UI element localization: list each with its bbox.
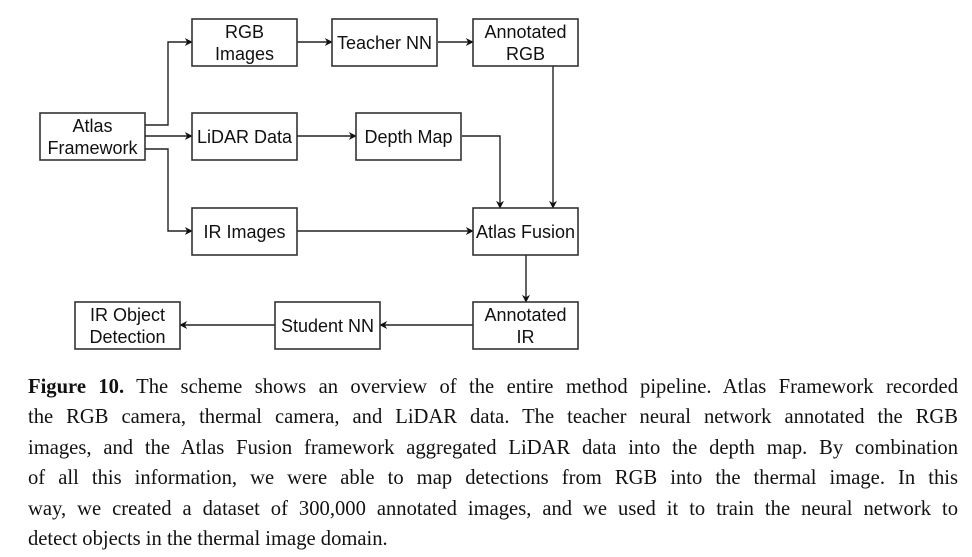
node-depth-map: Depth Map [355, 112, 462, 161]
node-label: Teacher NN [337, 33, 432, 53]
node-box [472, 18, 579, 67]
node-ir-images: IR Images [191, 207, 298, 256]
node-label: Atlas Fusion [476, 222, 575, 242]
node-label: Atlas [72, 116, 112, 136]
figure-caption: Figure 10. The scheme shows an overview … [28, 372, 958, 554]
edges [145, 38, 557, 329]
node-label: IR Object [90, 305, 165, 325]
caption-line: the RGB camera, thermal camera, and LiDA… [28, 406, 958, 429]
node-atlas-fusion: Atlas Fusion [472, 207, 579, 256]
node-label: RGB [225, 22, 264, 42]
node-label: Depth Map [364, 127, 452, 147]
caption-line: Figure 10. The scheme shows an overview … [28, 372, 958, 402]
node-label: IR Images [203, 222, 285, 242]
node-student-nn: Student NN [274, 301, 381, 350]
caption-text: The scheme shows an overview of the enti… [124, 376, 958, 398]
node-label: LiDAR Data [197, 127, 293, 147]
node-box [191, 112, 298, 161]
node-label: IR [517, 327, 535, 347]
caption-line: detect objects in the thermal image doma… [28, 528, 388, 551]
caption-line: of all this information, we were able to… [28, 467, 958, 490]
caption-line: images, and the Atlas Fusion framework a… [28, 436, 958, 459]
node-box [191, 18, 298, 67]
node-box [472, 207, 579, 256]
edge-atlas-framework-to-ir-images [145, 148, 193, 235]
node-label: Detection [89, 327, 165, 347]
node-lidar-data: LiDAR Data [191, 112, 298, 161]
node-label: Student NN [281, 316, 374, 336]
node-label: Images [215, 44, 274, 64]
node-box [355, 112, 462, 161]
node-box [331, 18, 438, 67]
node-label: RGB [506, 44, 545, 64]
node-label: Annotated [484, 22, 566, 42]
node-box [39, 112, 146, 161]
figure-label: Figure 10. [28, 376, 125, 398]
edge-depth-map-to-atlas-fusion [462, 135, 504, 209]
edge-atlas-framework-to-rgb-images [145, 38, 193, 126]
node-box [191, 207, 298, 256]
node-label: Framework [47, 138, 138, 158]
node-box [74, 301, 181, 350]
node-box [472, 301, 579, 350]
node-label: Annotated [484, 305, 566, 325]
caption-line: way, we created a dataset of 300,000 ann… [28, 497, 958, 520]
node-box [274, 301, 381, 350]
node-teacher-nn: Teacher NN [331, 18, 438, 67]
